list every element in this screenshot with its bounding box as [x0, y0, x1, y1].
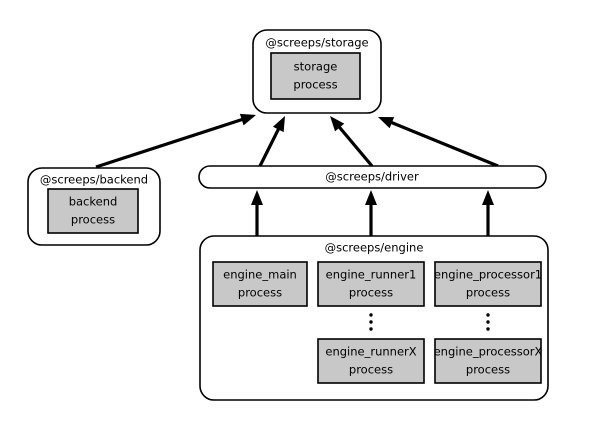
process-name: backend: [69, 195, 118, 209]
ellipsis-runner-ellipsis: [369, 313, 373, 331]
driver-pill-layer: @screeps/driver: [198, 165, 547, 189]
process-body: [212, 261, 308, 307]
arrow-engine-processor-to-driver: [482, 190, 494, 236]
arrow-driver-mid-to-storage: [330, 116, 374, 168]
arrow-shaft: [95, 117, 245, 169]
ellipsis-dot-2: [369, 320, 373, 324]
process-kind: process: [349, 286, 393, 300]
driver-pill-body: [198, 165, 547, 189]
ellipsis-dot-1: [369, 313, 373, 317]
arrow-head: [251, 190, 263, 205]
arrow-engine-main-to-driver: [251, 190, 263, 236]
arrow-backend-to-storage: [95, 113, 256, 169]
package-backend[interactable]: @screeps/backend backend process: [27, 167, 161, 246]
process-body: [47, 188, 139, 234]
process-name: storage: [294, 60, 338, 74]
arrow-shaft: [389, 120, 499, 168]
ellipsis-dot-3: [369, 327, 373, 331]
process-body: [434, 338, 542, 384]
arrow-engine-runner-to-driver: [365, 190, 377, 236]
process-body: [270, 52, 361, 100]
process-body: [317, 338, 425, 384]
arrow-head: [330, 116, 345, 132]
arrow-shaft: [258, 126, 281, 167]
package-storage[interactable]: @screeps/storage storage process: [252, 29, 382, 114]
arrow-head: [272, 116, 285, 133]
package-engine[interactable]: @screeps/engineengine_mainprocessengine_…: [199, 235, 549, 401]
process-storage-process[interactable]: storage process: [270, 52, 361, 100]
process-kind: process: [466, 363, 510, 377]
ellipses-layer: [369, 313, 490, 331]
arrow-head: [239, 113, 256, 126]
ellipsis-dot-3: [486, 327, 490, 331]
ellipsis-dot-2: [486, 320, 490, 324]
process-name: engine_processorX: [434, 345, 543, 359]
package-label-storage: @screeps/storage: [265, 36, 368, 50]
package-label-engine: @screeps/engine: [325, 241, 424, 255]
ellipsis-processor-ellipsis: [486, 313, 490, 331]
package-label-backend: @screeps/backend: [40, 173, 148, 187]
process-body: [434, 261, 542, 307]
arrow-head: [482, 190, 494, 205]
process-name: engine_main: [223, 268, 297, 282]
process-body: [317, 261, 425, 307]
process-kind: process: [238, 286, 282, 300]
packages-layer: @screeps/storage storage process @screeps/b…: [27, 29, 549, 401]
process-kind: process: [293, 78, 337, 92]
process-kind: process: [349, 363, 393, 377]
arrow-shaft: [337, 124, 374, 168]
process-name: engine_runnerX: [325, 345, 416, 359]
process-name: engine_processor1: [434, 268, 542, 282]
process-name: engine_runner1: [326, 268, 417, 282]
package-driver[interactable]: @screeps/driver: [198, 165, 547, 189]
arrow-driver-right-to-storage: [378, 117, 499, 168]
arrow-head: [378, 117, 395, 129]
process-kind: process: [71, 213, 115, 227]
edges-layer: [95, 113, 499, 236]
process-backend-process[interactable]: backend process: [47, 188, 139, 234]
package-label-driver: @screeps/driver: [325, 170, 419, 184]
arrow-driver-left-to-storage: [258, 116, 285, 167]
process-kind: process: [466, 286, 510, 300]
ellipsis-dot-1: [486, 313, 490, 317]
arrow-head: [365, 190, 377, 205]
